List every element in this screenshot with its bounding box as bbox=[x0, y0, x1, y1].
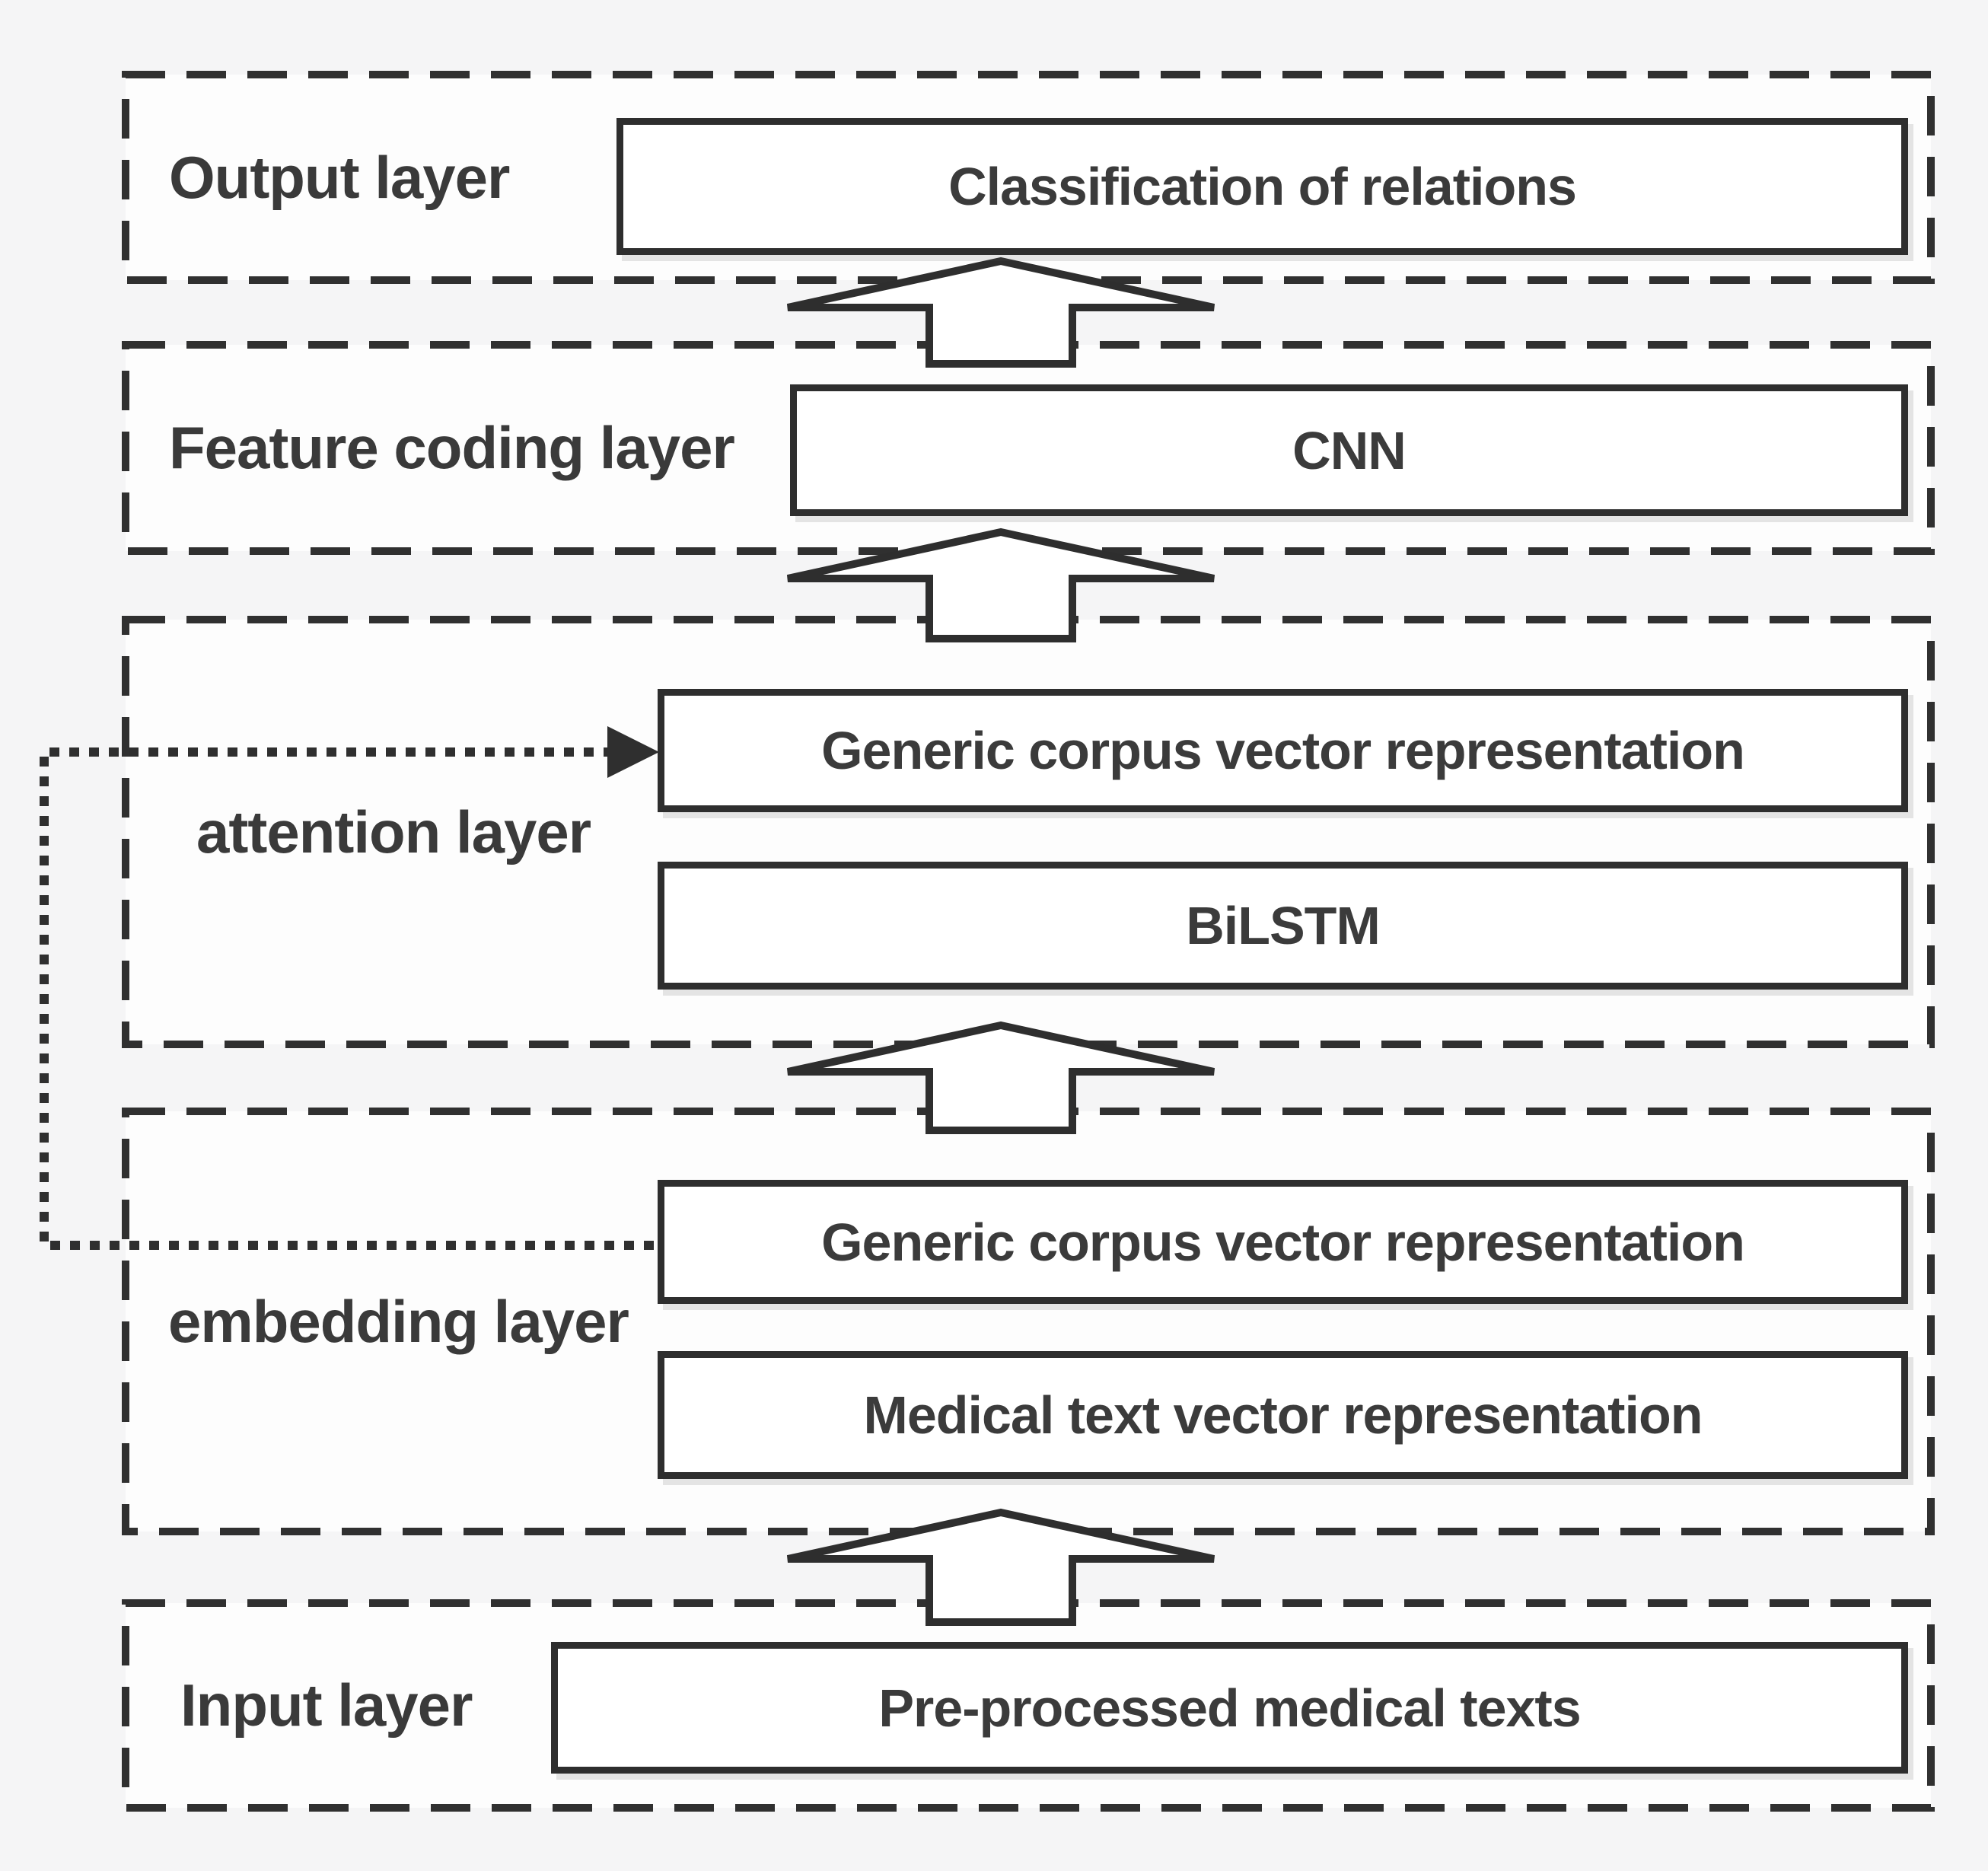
layer-label-text: embedding layer bbox=[168, 1287, 629, 1355]
up-arrow-embedding-to-attention-icon bbox=[786, 1021, 1215, 1134]
box-label: Classification of relations bbox=[948, 157, 1577, 216]
layer-label-text: Input layer bbox=[180, 1672, 473, 1739]
up-arrow-attention-to-cnn-icon bbox=[786, 528, 1215, 642]
box-cnn: CNN bbox=[790, 384, 1908, 516]
box-bilstm: BiLSTM bbox=[658, 862, 1908, 990]
box-classification-of-relations: Classification of relations bbox=[616, 118, 1908, 255]
feedback-dotted-line bbox=[40, 747, 658, 1250]
layer-label-text: attention layer bbox=[196, 798, 591, 865]
box-label: Generic corpus vector representation bbox=[821, 1212, 1745, 1272]
layer-label-embedding: embedding layer bbox=[168, 1111, 629, 1532]
layer-label-text: Feature coding layer bbox=[169, 414, 735, 481]
box-label: BiLSTM bbox=[1186, 896, 1381, 955]
feedback-arrowhead-icon bbox=[607, 726, 659, 778]
box-label: CNN bbox=[1292, 420, 1407, 480]
layer-label-output: Output layer bbox=[169, 75, 510, 280]
box-generic-corpus-vector-embedding: Generic corpus vector representation bbox=[658, 1180, 1908, 1304]
layer-label-text: Output layer bbox=[169, 143, 510, 211]
box-label: Generic corpus vector representation bbox=[821, 721, 1745, 780]
up-arrow-cnn-to-output-icon bbox=[786, 257, 1215, 368]
box-generic-corpus-vector-attention: Generic corpus vector representation bbox=[658, 689, 1908, 812]
box-medical-text-vector: Medical text vector representation bbox=[658, 1351, 1908, 1479]
box-label: Pre-processed medical texts bbox=[878, 1678, 1581, 1738]
layer-label-input: Input layer bbox=[180, 1603, 473, 1808]
up-arrow-input-to-embedding-icon bbox=[786, 1508, 1215, 1626]
layer-label-feature-coding: Feature coding layer bbox=[169, 345, 735, 551]
layer-label-attention: attention layer bbox=[196, 620, 591, 1044]
box-label: Medical text vector representation bbox=[863, 1385, 1703, 1445]
box-preprocessed-medical-texts: Pre-processed medical texts bbox=[551, 1642, 1908, 1774]
